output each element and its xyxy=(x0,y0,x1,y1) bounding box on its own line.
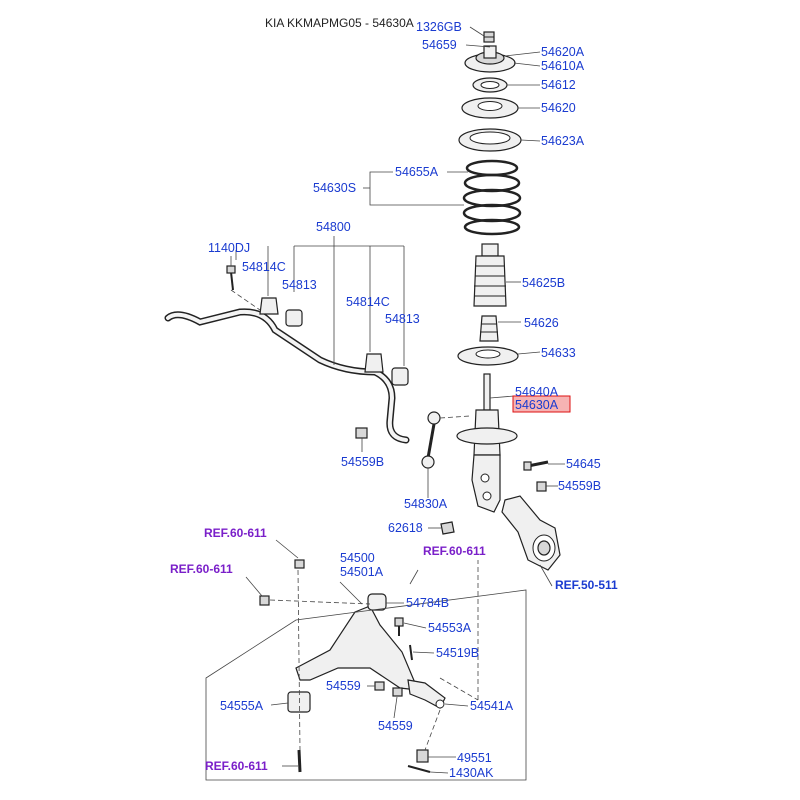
label-54620[interactable]: 54620 xyxy=(541,101,576,115)
label-54800[interactable]: 54800 xyxy=(316,220,351,234)
label-54633[interactable]: 54633 xyxy=(541,346,576,360)
bushing-54784b[interactable] xyxy=(367,593,387,611)
reference-labels: REF.60-611 REF.60-611 REF.60-611 REF.60-… xyxy=(170,526,618,773)
coil-spring-54630s[interactable] xyxy=(462,159,522,236)
nut-62618[interactable] xyxy=(440,521,455,535)
bolt-1140dj[interactable] xyxy=(226,265,236,291)
lower-arm-54501a[interactable] xyxy=(295,605,419,691)
selected-part-highlight xyxy=(512,395,571,413)
label-54645[interactable]: 54645 xyxy=(566,457,601,471)
nut-1326gb[interactable] xyxy=(483,31,495,43)
steering-knuckle[interactable] xyxy=(501,495,561,571)
label-54500[interactable]: 54500 xyxy=(340,551,375,565)
strut-mount-54610a[interactable] xyxy=(464,45,516,73)
label-54559b-left[interactable]: 54559B xyxy=(341,455,384,469)
label-54610a[interactable]: 54610A xyxy=(541,59,585,73)
bearing-54612[interactable] xyxy=(472,77,508,93)
part-labels: 1326GB 54659 54620A 54610A 54612 54620 5… xyxy=(208,20,601,780)
label-54625b[interactable]: 54625B xyxy=(522,276,565,290)
label-54784b[interactable]: 54784B xyxy=(406,596,449,610)
label-1430ak[interactable]: 1430AK xyxy=(449,766,494,780)
bolt-54553a[interactable] xyxy=(394,617,404,636)
label-54555a[interactable]: 54555A xyxy=(220,699,264,713)
label-54541a[interactable]: 54541A xyxy=(470,699,514,713)
bolt-ref-bottom[interactable] xyxy=(297,749,302,773)
bushing-54813-right[interactable] xyxy=(391,367,409,386)
strut-assembly-54630a[interactable] xyxy=(456,373,518,513)
cotter-pin-1430ak[interactable] xyxy=(407,765,431,773)
nut-54559-b[interactable] xyxy=(392,687,403,697)
bushing-54555a[interactable] xyxy=(287,691,311,713)
label-54813-right[interactable]: 54813 xyxy=(385,312,420,326)
label-54814c-right[interactable]: 54814C xyxy=(346,295,390,309)
label-54623a[interactable]: 54623A xyxy=(541,134,585,148)
ref-60-611-mid[interactable]: REF.60-611 xyxy=(423,544,486,558)
diagram-title: KIA KKMAPMG05 - 54630A xyxy=(265,16,414,30)
label-54559-b[interactable]: 54559 xyxy=(378,719,413,733)
label-54813-left[interactable]: 54813 xyxy=(282,278,317,292)
bolt-54645[interactable] xyxy=(523,460,549,471)
bump-stopper-54626[interactable] xyxy=(479,315,499,342)
label-54659[interactable]: 54659 xyxy=(422,38,457,52)
ref-50-511[interactable]: REF.50-511 xyxy=(555,578,618,592)
label-54612[interactable]: 54612 xyxy=(541,78,576,92)
label-54553a[interactable]: 54553A xyxy=(428,621,472,635)
label-54655a[interactable]: 54655A xyxy=(395,165,439,179)
label-54640a[interactable]: 54640A xyxy=(515,385,559,399)
spring-pad-54623a[interactable] xyxy=(458,128,522,152)
nut-49551[interactable] xyxy=(416,749,429,763)
stabilizer-bar-54800[interactable] xyxy=(164,308,410,444)
ball-joint-54541a[interactable] xyxy=(407,679,446,709)
label-54814c-left[interactable]: 54814C xyxy=(242,260,286,274)
bolt-54519b[interactable] xyxy=(409,644,413,661)
leader-lines xyxy=(205,26,565,781)
bolt-ref-top[interactable] xyxy=(294,559,305,569)
bolt-ref-left[interactable] xyxy=(259,595,270,606)
label-54626[interactable]: 54626 xyxy=(524,316,559,330)
ref-60-611-bottom[interactable]: REF.60-611 xyxy=(205,759,268,773)
label-54501a[interactable]: 54501A xyxy=(340,565,384,579)
label-62618[interactable]: 62618 xyxy=(388,521,423,535)
bushing-54813-left[interactable] xyxy=(285,309,303,327)
nut-54559-a[interactable] xyxy=(374,681,385,691)
ref-60-611-top[interactable]: REF.60-611 xyxy=(204,526,267,540)
bracket-54814c-left[interactable] xyxy=(259,297,279,315)
label-54559b-right[interactable]: 54559B xyxy=(558,479,601,493)
nut-54559b-right[interactable] xyxy=(536,481,547,492)
label-54620a[interactable]: 54620A xyxy=(541,45,585,59)
label-54630s[interactable]: 54630S xyxy=(313,181,356,195)
label-49551[interactable]: 49551 xyxy=(457,751,492,765)
spring-seat-54620[interactable] xyxy=(461,97,519,119)
nut-54559b-left[interactable] xyxy=(355,427,368,439)
label-1326gb[interactable]: 1326GB xyxy=(416,20,462,34)
label-54519b[interactable]: 54519B xyxy=(436,646,479,660)
ref-60-611-left[interactable]: REF.60-611 xyxy=(170,562,233,576)
label-1140dj[interactable]: 1140DJ xyxy=(208,241,250,255)
lower-seat-54633[interactable] xyxy=(457,346,519,366)
label-54830a[interactable]: 54830A xyxy=(404,497,448,511)
label-54630a[interactable]: 54630A xyxy=(515,398,559,412)
label-54559-a[interactable]: 54559 xyxy=(326,679,361,693)
dust-boot-54625b[interactable] xyxy=(473,243,507,307)
bracket-54814c-right[interactable] xyxy=(364,353,384,373)
